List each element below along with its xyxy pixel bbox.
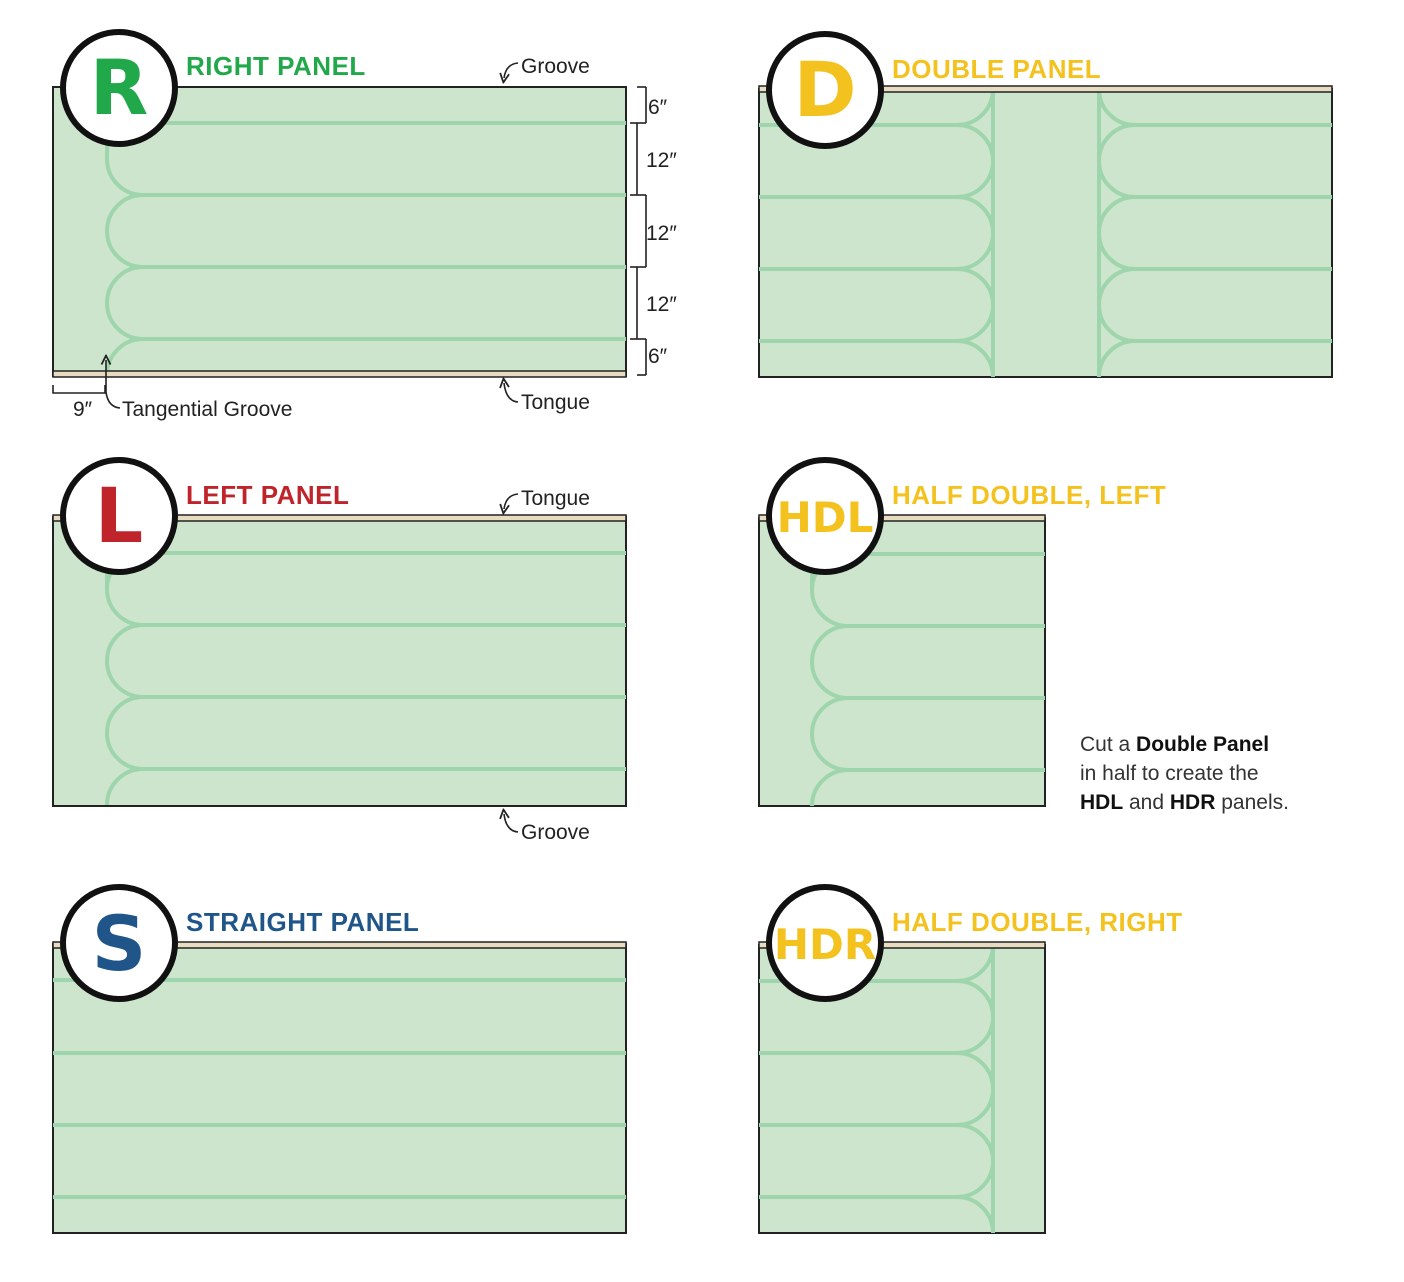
left-groove-label: Groove (521, 821, 590, 844)
cut-note: Cut a Double Panel in half to create the… (1080, 730, 1340, 817)
hdr-panel: HDR HALF DOUBLE, RIGHT (758, 884, 1183, 1234)
note-text-4: panels. (1215, 791, 1289, 814)
hdr-panel-letter: HDR (774, 920, 876, 969)
tangential-groove-label: Tangential Groove (122, 398, 292, 421)
left-tongue-label: Tongue (521, 487, 590, 510)
right-panel: R RIGHT PANEL Groove Tongue Tangential G… (52, 29, 677, 421)
right-panel-badge (60, 29, 178, 147)
tongue-arrow (504, 383, 519, 403)
double-panel-badge (766, 31, 884, 149)
dim-6-bottom: 6″ (648, 345, 668, 368)
dim-12-c: 12″ (646, 293, 677, 316)
hdl-panel-badge (766, 457, 884, 575)
tangential-groove-arrow (106, 360, 121, 409)
right-panel-tongue-strip (52, 370, 627, 378)
note-text-2: in half to create the (1080, 762, 1259, 785)
hdl-panel: HDL HALF DOUBLE, LEFT (758, 457, 1166, 807)
left-groove-arrow (504, 814, 519, 833)
left-panel-title: LEFT PANEL (186, 480, 349, 510)
straight-panel-grooves (53, 978, 626, 1199)
left-panel: L LEFT PANEL Tongue Groove (52, 457, 627, 844)
straight-panel-letter: S (92, 899, 147, 988)
note-bold-hdr: HDR (1169, 791, 1216, 814)
hdr-panel-title: HALF DOUBLE, RIGHT (892, 907, 1183, 937)
left-panel-badge (60, 457, 178, 575)
note-bold-hdl: HDL (1080, 791, 1124, 814)
offset-label: 9″ (73, 398, 93, 421)
straight-panel-badge (60, 884, 178, 1002)
double-panel-title: DOUBLE PANEL (892, 54, 1101, 84)
note-text-3: and (1123, 791, 1170, 814)
dim-12-a: 12″ (646, 149, 677, 172)
double-panel-letter: D (793, 45, 856, 134)
left-panel-letter: L (95, 471, 143, 560)
note-text-1: Cut a (1080, 733, 1137, 756)
offset-bracket (52, 385, 106, 394)
hdl-panel-letter: HDL (777, 493, 874, 542)
hdl-panel-title: HALF DOUBLE, LEFT (892, 480, 1166, 510)
dim-12-b: 12″ (646, 222, 677, 245)
double-panel-tongue-strip (758, 85, 1333, 93)
hdr-panel-grooves (759, 944, 996, 1234)
groove-label: Groove (521, 55, 590, 78)
note-bold-double-panel: Double Panel (1136, 733, 1270, 756)
dim-6-top: 6″ (648, 96, 668, 119)
dimension-ticks (630, 86, 647, 376)
right-panel-letter: R (90, 43, 149, 132)
straight-panel: S STRAIGHT PANEL (52, 884, 627, 1234)
hdl-panel-tongue-strip (758, 514, 1046, 522)
straight-panel-tongue-strip (52, 941, 627, 949)
groove-arrow (504, 62, 519, 78)
hdr-panel-badge (766, 884, 884, 1002)
hdr-panel-tongue-strip (758, 941, 1046, 949)
double-panel: D DOUBLE PANEL (758, 31, 1333, 378)
straight-panel-title: STRAIGHT PANEL (186, 907, 419, 937)
left-tongue-arrow (504, 493, 519, 509)
left-panel-tongue-strip (52, 514, 627, 522)
tongue-label: Tongue (521, 391, 590, 414)
double-panel-grooves (759, 88, 1332, 378)
right-panel-title: RIGHT PANEL (186, 51, 366, 81)
